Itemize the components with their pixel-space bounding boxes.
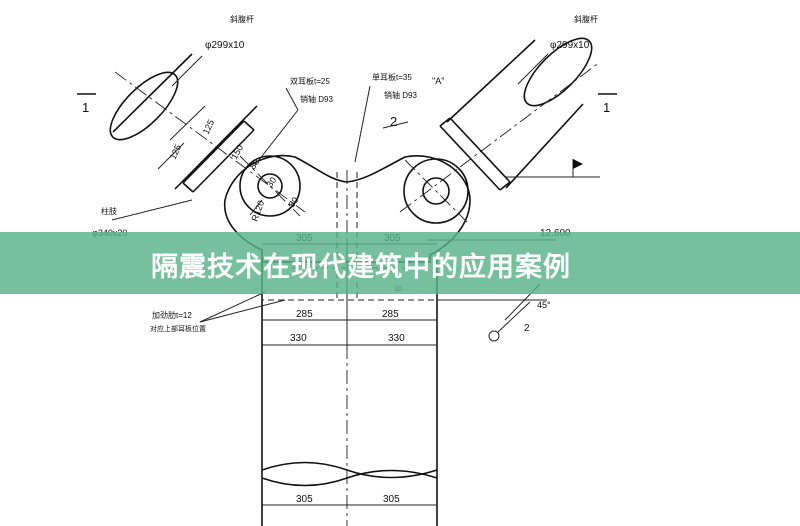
right-plate-note: 单耳板t=35: [372, 72, 412, 82]
detail-mark: "A": [432, 76, 444, 86]
right-pin-note: 销轴 D93: [384, 90, 417, 100]
stiffener-note-2: 对应上部耳板位置: [150, 324, 206, 333]
right-pipe-name: 斜腹杆: [574, 14, 598, 24]
dim-330-left: 330: [290, 333, 307, 344]
left-pin-note: 销轴 D93: [300, 94, 333, 104]
dim-305-bottom-left: 305: [296, 494, 313, 505]
title-banner: 隔震技术在现代建筑中的应用案例: [0, 232, 800, 294]
left-pipe-spec: φ299x10: [205, 40, 245, 51]
section-mark-right: 1: [603, 100, 610, 115]
dim-30: 30: [264, 175, 278, 189]
dim-305-bottom-right: 305: [383, 494, 400, 505]
left-plate-note: 双耳板t=25: [290, 76, 330, 86]
dim-285-left: 285: [296, 309, 313, 320]
right-pipe-spec: φ299x10: [550, 40, 590, 51]
right-diagonal-pipe: [399, 37, 601, 213]
banner-title: 隔震技术在现代建筑中的应用案例: [151, 252, 571, 283]
dim-radius: R120: [249, 199, 266, 223]
left-pipe-name: 斜腹杆: [230, 14, 254, 24]
left-diagonal-pipe: [109, 53, 306, 213]
column: [261, 170, 438, 526]
dim-125-b: 125: [201, 118, 216, 136]
dim-80-b: 80: [286, 195, 300, 209]
angle-label: 45°: [537, 300, 551, 310]
stiffener-note: 加劲肋t=12: [152, 310, 192, 320]
column-note: 柱肢: [101, 206, 117, 216]
section-mark-low: 2: [524, 323, 530, 334]
dim-285-right: 285: [382, 309, 399, 320]
dim-330-right: 330: [388, 333, 405, 344]
dim-80-a: 80: [247, 157, 261, 171]
section-mark-left: 1: [82, 100, 89, 115]
section-mark-mid: 2: [390, 114, 397, 129]
